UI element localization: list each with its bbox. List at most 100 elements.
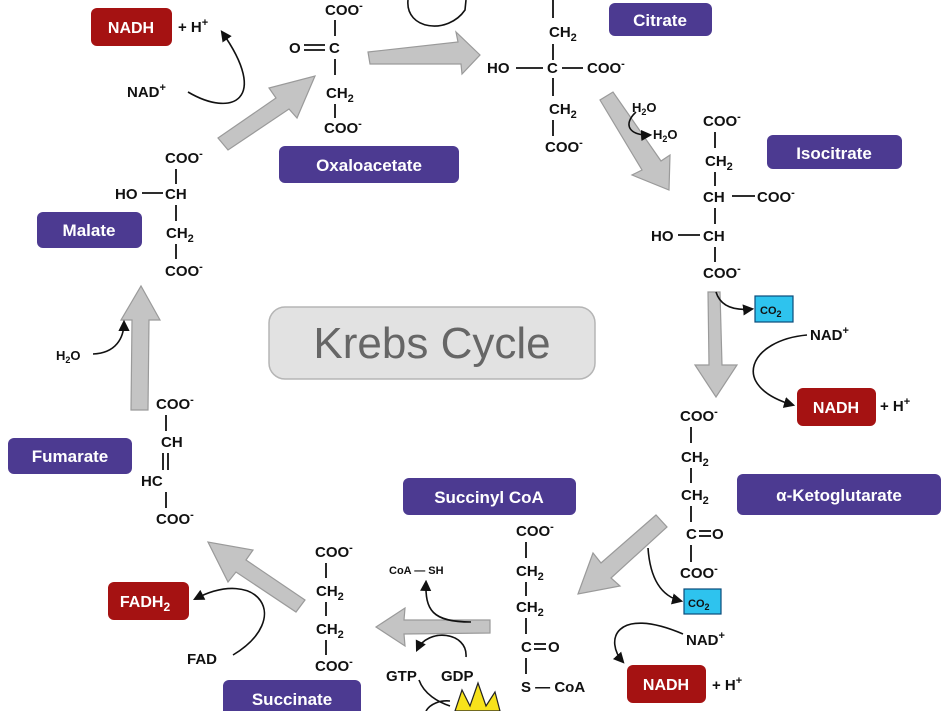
svg-text:NAD+: NAD+	[686, 630, 725, 649]
svg-text:C: C	[329, 40, 340, 57]
h2o-o-text: O	[70, 348, 80, 363]
compound-labels: Citrate Isocitrate α-Ketoglutarate Succi…	[8, 3, 941, 716]
cycle-arrow-malate-to-oxaloacetate	[217, 75, 317, 151]
label-isocitrate-text: Isocitrate	[796, 144, 872, 163]
svg-text:C: C	[686, 526, 697, 543]
succinyl-coa-structure: COO- CH2 CH2 C O S — CoA	[516, 521, 585, 696]
h2o-subscript: 2	[662, 134, 667, 144]
svg-text:COO-: COO-	[315, 656, 353, 675]
isocitrate-structure: COO- CH2 CH COO- HO CH COO-	[651, 111, 795, 282]
label-malate: Malate	[37, 212, 142, 248]
label-fumarate: Fumarate	[8, 438, 132, 474]
cycle-arrow-succinylcoa-to-succinate	[374, 606, 491, 648]
svg-text:COO-: COO-	[545, 137, 583, 156]
svg-text:C: C	[521, 639, 532, 656]
svg-text:CO2: CO2	[760, 305, 782, 319]
label-succinate-text: Succinate	[252, 690, 332, 709]
svg-text:COO-: COO-	[165, 261, 203, 280]
nadh-text: NADH	[108, 20, 154, 37]
svg-text:COO-: COO-	[156, 394, 194, 413]
label-succinyl-coa: Succinyl CoA	[403, 478, 576, 515]
fad-text: FAD	[187, 651, 217, 668]
cofactor-labels: NAD+ NAD+ NAD+ FAD H2O H2O H2O CoA — SH …	[56, 82, 849, 685]
h2o-h-text: H	[632, 100, 641, 115]
nadh-text: NADH	[813, 400, 859, 417]
label-isocitrate: Isocitrate	[767, 135, 902, 169]
label-alpha-ketoglutarate: α-Ketoglutarate	[737, 474, 941, 515]
svg-text:NAD+: NAD+	[127, 82, 166, 101]
alpha-ketoglutarate-structure: COO- CH2 CH2 C O COO-	[680, 406, 724, 582]
svg-text:CH: CH	[161, 434, 183, 451]
fadh2-box: FADH2	[108, 582, 189, 620]
svg-text:H2O: H2O	[56, 348, 81, 365]
fumarate-structure: COO- CH HC COO-	[141, 394, 194, 528]
svg-text:O: O	[289, 40, 301, 57]
cycle-arrow-succinate-to-fumarate	[206, 541, 306, 613]
svg-text:COO-: COO-	[315, 542, 353, 561]
svg-text:CH: CH	[165, 186, 187, 203]
cycle-arrow-ketoglutarate-to-succinylcoa	[577, 514, 668, 595]
plus-superscript: +	[719, 630, 725, 642]
svg-text:COO-: COO-	[325, 0, 363, 19]
svg-text:CH: CH	[703, 228, 725, 245]
svg-text:COO-: COO-	[516, 521, 554, 540]
citrate-structure: CH2 HO C COO- CH2 COO-	[487, 0, 625, 156]
co2-box-ketoglutarate: CO2	[683, 588, 722, 615]
svg-text:+ H+: + H+	[712, 675, 742, 694]
svg-text:HO: HO	[487, 60, 510, 77]
svg-text:C: C	[547, 60, 558, 77]
cycle-arrow-isocitrate-to-ketoglutarate	[693, 291, 739, 399]
svg-text:H2O: H2O	[653, 127, 678, 144]
h2o-h-text: H	[653, 127, 662, 142]
svg-text:COO-: COO-	[165, 148, 203, 167]
cycle-arrows	[119, 30, 739, 648]
reaction-arrows	[92, 0, 808, 707]
svg-text:S — CoA: S — CoA	[521, 679, 585, 696]
svg-text:HO: HO	[651, 228, 674, 245]
plus-superscript: +	[202, 17, 208, 29]
svg-text:HC: HC	[141, 473, 163, 490]
svg-text:COO-: COO-	[703, 111, 741, 130]
h2o-subscript: 2	[641, 107, 646, 117]
plus-superscript: +	[904, 396, 910, 408]
label-oxaloacetate-text: Oxaloacetate	[316, 156, 422, 175]
label-oxaloacetate: Oxaloacetate	[279, 146, 459, 183]
svg-text:COO-: COO-	[703, 263, 741, 282]
gtp-text: GTP	[386, 668, 417, 685]
label-citrate-text: Citrate	[633, 11, 687, 30]
nadh-box-right-middle: NADH + H+	[797, 388, 910, 426]
svg-text:CH2: CH2	[549, 101, 577, 121]
co2-box-isocitrate: CO2	[754, 295, 794, 323]
cycle-arrow-citrate-to-isocitrate	[599, 91, 671, 191]
cycle-arrow-fumarate-to-malate	[119, 284, 162, 411]
malate-structure: COO- HO CH CH2 COO-	[115, 148, 203, 280]
svg-text:CH2: CH2	[316, 621, 344, 641]
svg-text:COO-: COO-	[587, 58, 625, 77]
svg-text:+ H+: + H+	[880, 396, 910, 415]
succinate-structure: COO- CH2 CH2 COO-	[315, 542, 353, 675]
gdp-text: GDP	[441, 668, 474, 685]
label-succinate: Succinate	[223, 680, 361, 716]
svg-text:CO2: CO2	[688, 598, 710, 612]
svg-text:CH2: CH2	[681, 449, 709, 469]
svg-text:CH2: CH2	[516, 599, 544, 619]
label-malate-text: Malate	[63, 221, 116, 240]
cycle-arrow-oxaloacetate-to-citrate	[367, 30, 481, 76]
svg-text:COO-: COO-	[757, 187, 795, 206]
plus-superscript: +	[736, 675, 742, 687]
plus-superscript: +	[160, 82, 166, 94]
nad-text: NAD	[810, 327, 843, 344]
nadh-box-bottom-right: NADH + H+	[627, 665, 742, 703]
fadh-text: FADH	[120, 594, 164, 611]
nad-text: NAD	[686, 632, 719, 649]
co2-text: CO	[760, 305, 777, 317]
h2o-h-text: H	[56, 348, 65, 363]
h-plus-text: + H	[712, 677, 736, 694]
svg-text:COO-: COO-	[680, 563, 718, 582]
svg-text:CH2: CH2	[326, 85, 354, 105]
svg-text:CH2: CH2	[516, 563, 544, 583]
svg-text:O: O	[712, 526, 724, 543]
svg-text:COO-: COO-	[156, 509, 194, 528]
oxaloacetate-structure: COO- O C CH2 COO-	[289, 0, 363, 137]
